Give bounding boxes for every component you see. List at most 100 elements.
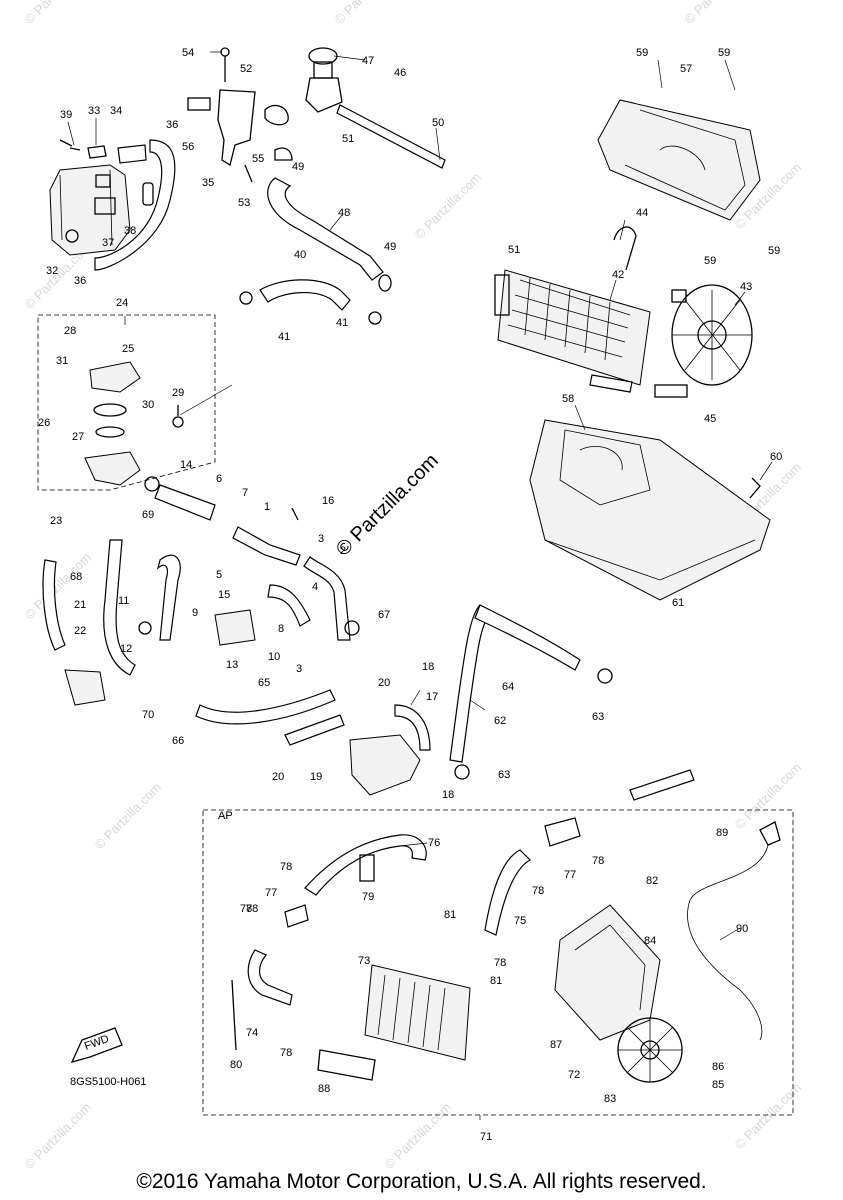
hose-48 bbox=[267, 177, 384, 281]
hose-upper-62 bbox=[474, 604, 581, 671]
copyright-footer: ©2016 Yamaha Motor Corporation, U.S.A. A… bbox=[136, 1170, 707, 1193]
callout-85: 85 bbox=[712, 1079, 724, 1091]
hose-35 bbox=[94, 139, 176, 271]
hose-76 bbox=[304, 834, 427, 896]
hose-21 bbox=[42, 559, 66, 651]
callout-44: 44 bbox=[636, 207, 648, 219]
diagram-code: 8GS5100-H061 bbox=[70, 1076, 147, 1088]
thermostat-group-box bbox=[37, 314, 216, 491]
hose-34 bbox=[117, 144, 147, 164]
bolt-53 bbox=[244, 164, 253, 183]
callout-77: 77 bbox=[265, 887, 277, 899]
callout-65: 65 bbox=[258, 677, 270, 689]
callout-73: 73 bbox=[358, 955, 370, 967]
callout-20: 20 bbox=[378, 677, 390, 689]
callout-71: 71 bbox=[480, 1131, 492, 1143]
callout-79: 79 bbox=[362, 891, 374, 903]
callout-75: 75 bbox=[514, 915, 526, 927]
watermark-tile: © Partzilla.com bbox=[332, 0, 405, 27]
clamp-41a bbox=[239, 291, 253, 305]
callout-78: 78 bbox=[280, 1047, 292, 1059]
callout-28: 28 bbox=[64, 325, 76, 337]
pipe-4 bbox=[267, 584, 311, 627]
callout-58: 58 bbox=[562, 393, 574, 405]
fan-shroud bbox=[597, 99, 761, 221]
callout-29: 29 bbox=[172, 387, 184, 399]
radiator-cap-assembly bbox=[305, 47, 446, 169]
cooling-fan bbox=[671, 284, 753, 386]
callout-78: 78 bbox=[592, 855, 604, 867]
section-label-ap: AP bbox=[218, 810, 233, 822]
hose-17 bbox=[394, 704, 431, 751]
callout-63: 63 bbox=[592, 711, 604, 723]
callout-9: 9 bbox=[192, 607, 198, 619]
callout-51: 51 bbox=[508, 244, 520, 256]
callout-8: 8 bbox=[278, 623, 284, 635]
callout-14: 14 bbox=[180, 459, 192, 471]
callout-78: 78 bbox=[532, 885, 544, 897]
clip-44 bbox=[613, 226, 637, 271]
callout-42: 42 bbox=[612, 269, 624, 281]
auxiliary-fan-72 bbox=[617, 1017, 683, 1083]
leader-lines bbox=[67, 51, 773, 1120]
sticker-45 bbox=[654, 384, 688, 398]
callout-86: 86 bbox=[712, 1061, 724, 1073]
callout-77: 77 bbox=[564, 869, 576, 881]
callout-26: 26 bbox=[38, 417, 50, 429]
watermark-tile: © Partzilla.com bbox=[22, 0, 95, 27]
callout-16: 16 bbox=[322, 495, 334, 507]
callout-19: 19 bbox=[310, 771, 322, 783]
callout-61: 61 bbox=[672, 597, 684, 609]
watermark-tile: © Partzilla.com bbox=[22, 1100, 95, 1173]
fitting-77a bbox=[284, 904, 309, 928]
clamp-67 bbox=[344, 620, 360, 636]
callout-49: 49 bbox=[292, 161, 304, 173]
hose-62 bbox=[449, 604, 494, 763]
callout-labels: 54 52 47 46 59 59 57 39 33 34 36 56 51 5… bbox=[38, 47, 782, 1143]
hose-68 bbox=[103, 539, 136, 676]
clip-56 bbox=[187, 97, 211, 111]
clamp-14 bbox=[144, 476, 160, 492]
reservoir-cap bbox=[87, 145, 107, 159]
fwd-arrow: FWD bbox=[70, 1027, 123, 1063]
callout-31: 31 bbox=[56, 355, 68, 367]
callout-59: 59 bbox=[704, 255, 716, 267]
bracket-52 bbox=[217, 89, 256, 167]
callout-78: 78 bbox=[280, 861, 292, 873]
callout-25: 25 bbox=[122, 343, 134, 355]
callout-24: 24 bbox=[116, 297, 128, 309]
hose-11 bbox=[156, 554, 181, 641]
callout-81: 81 bbox=[490, 975, 502, 987]
callout-34: 34 bbox=[110, 105, 122, 117]
fan-cover-87 bbox=[554, 904, 661, 1041]
bolt-16 bbox=[291, 507, 299, 521]
clamp-49b bbox=[378, 274, 392, 292]
callout-78: 78 bbox=[240, 903, 252, 915]
clamp-63b bbox=[454, 764, 470, 780]
callout-18: 18 bbox=[442, 789, 454, 801]
callout-23: 23 bbox=[50, 515, 62, 527]
callout-17: 17 bbox=[426, 691, 438, 703]
callout-57: 57 bbox=[680, 63, 692, 75]
callout-78: 78 bbox=[494, 957, 506, 969]
callout-48: 48 bbox=[338, 207, 350, 219]
callout-68: 68 bbox=[70, 571, 82, 583]
callout-64: 64 bbox=[502, 681, 514, 693]
sensor-22 bbox=[64, 669, 106, 706]
callout-47: 47 bbox=[362, 55, 374, 67]
callout-39: 39 bbox=[60, 109, 72, 121]
bolt-39 bbox=[59, 139, 81, 151]
watermark-tile: © Partzilla.com bbox=[92, 780, 165, 853]
fitting-77b bbox=[544, 817, 581, 847]
callout-27: 27 bbox=[72, 431, 84, 443]
callout-3: 3 bbox=[318, 533, 324, 545]
bracket-79 bbox=[359, 854, 375, 882]
callout-62: 62 bbox=[494, 715, 506, 727]
callout-15: 15 bbox=[218, 589, 230, 601]
callout-70: 70 bbox=[142, 709, 154, 721]
callout-49: 49 bbox=[384, 241, 396, 253]
clamp-63a bbox=[597, 668, 613, 684]
callout-36: 36 bbox=[74, 275, 86, 287]
bracket-88 bbox=[317, 1049, 376, 1081]
clamp-41b bbox=[368, 311, 382, 325]
